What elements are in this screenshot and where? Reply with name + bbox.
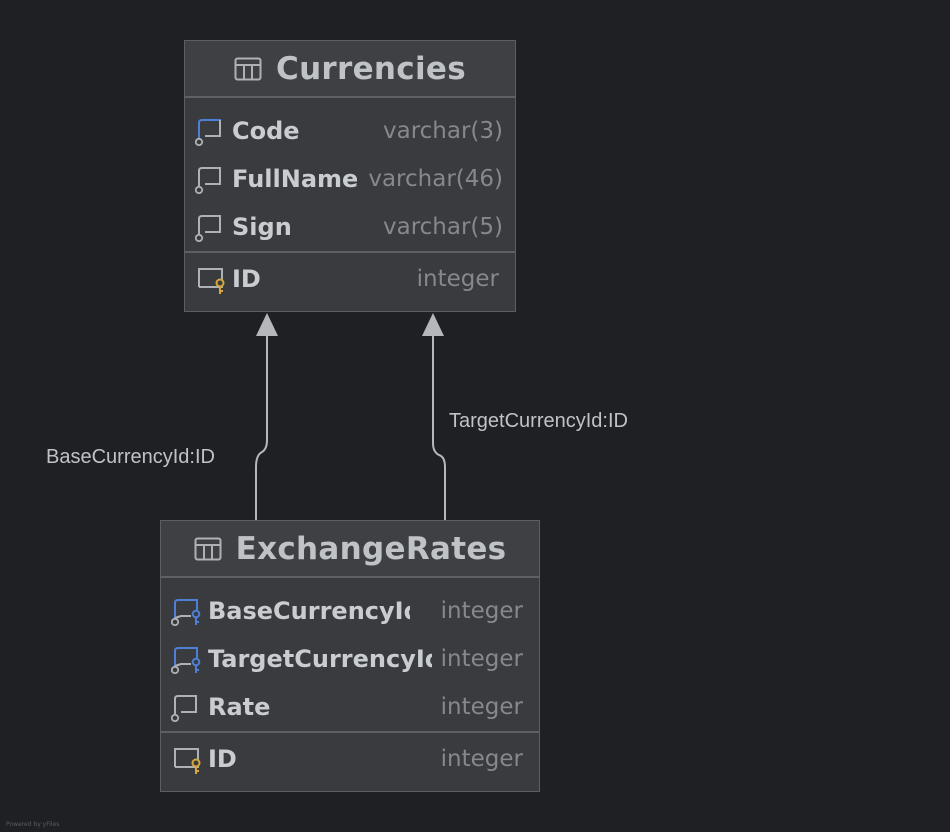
- column-name: Rate: [208, 693, 271, 721]
- column-name: BaseCurrencyId: [208, 597, 410, 625]
- divider: [185, 251, 515, 253]
- column-row-sign[interactable]: Sign varchar(5): [185, 203, 515, 251]
- column-name: Sign: [232, 213, 292, 241]
- divider: [161, 731, 539, 733]
- column-type: integer: [440, 694, 523, 720]
- column-icon: [171, 695, 197, 723]
- table-exchange-rates[interactable]: ExchangeRates BaseCurrencyId integer Tar…: [160, 520, 540, 792]
- column-name: FullName: [232, 165, 357, 193]
- table-title: ExchangeRates: [235, 530, 507, 567]
- foreign-key-icon: [171, 647, 201, 675]
- primary-key-icon: [198, 268, 225, 294]
- edge-target-arrowhead: [422, 313, 444, 336]
- edge-label-base: BaseCurrencyId:ID: [46, 446, 215, 468]
- table-icon: [194, 537, 222, 560]
- column-name: ID: [208, 745, 237, 773]
- column-row-id[interactable]: ID integer: [185, 255, 515, 303]
- column-index-icon: [195, 119, 221, 147]
- table-header: Currencies: [185, 41, 515, 98]
- column-type: varchar(5): [382, 214, 503, 240]
- edge-label-target: TargetCurrencyId:ID: [449, 410, 628, 432]
- column-icon: [195, 215, 221, 243]
- table-currencies[interactable]: Currencies Code varchar(3) FullName varc…: [184, 40, 516, 312]
- primary-key-icon: [174, 748, 201, 774]
- column-name: TargetCurrencyId: [208, 645, 432, 673]
- column-row-fullname[interactable]: FullName varchar(46): [185, 155, 515, 203]
- column-row-base-currency-id[interactable]: BaseCurrencyId integer: [161, 587, 539, 635]
- column-type: integer: [440, 598, 523, 624]
- edge-base-currency: [255, 334, 268, 521]
- column-type: varchar(3): [382, 118, 503, 144]
- powered-by-watermark: Powered by yFiles: [6, 821, 60, 828]
- edge-base-arrowhead: [256, 313, 278, 336]
- column-type: integer: [440, 646, 523, 672]
- column-type: integer: [416, 266, 499, 292]
- column-row-code[interactable]: Code varchar(3): [185, 107, 515, 155]
- column-icon: [195, 167, 221, 195]
- column-type: integer: [440, 746, 523, 772]
- edge-target-currency: [432, 334, 446, 521]
- table-title: Currencies: [276, 50, 466, 87]
- table-icon: [234, 57, 262, 80]
- foreign-key-icon: [171, 599, 201, 627]
- column-name: Code: [232, 117, 300, 145]
- table-header: ExchangeRates: [161, 521, 539, 578]
- column-type: varchar(46): [368, 166, 503, 192]
- column-name: ID: [232, 265, 261, 293]
- column-row-rate[interactable]: Rate integer: [161, 683, 539, 731]
- column-row-target-currency-id[interactable]: TargetCurrencyId integer: [161, 635, 539, 683]
- column-row-id[interactable]: ID integer: [161, 735, 539, 783]
